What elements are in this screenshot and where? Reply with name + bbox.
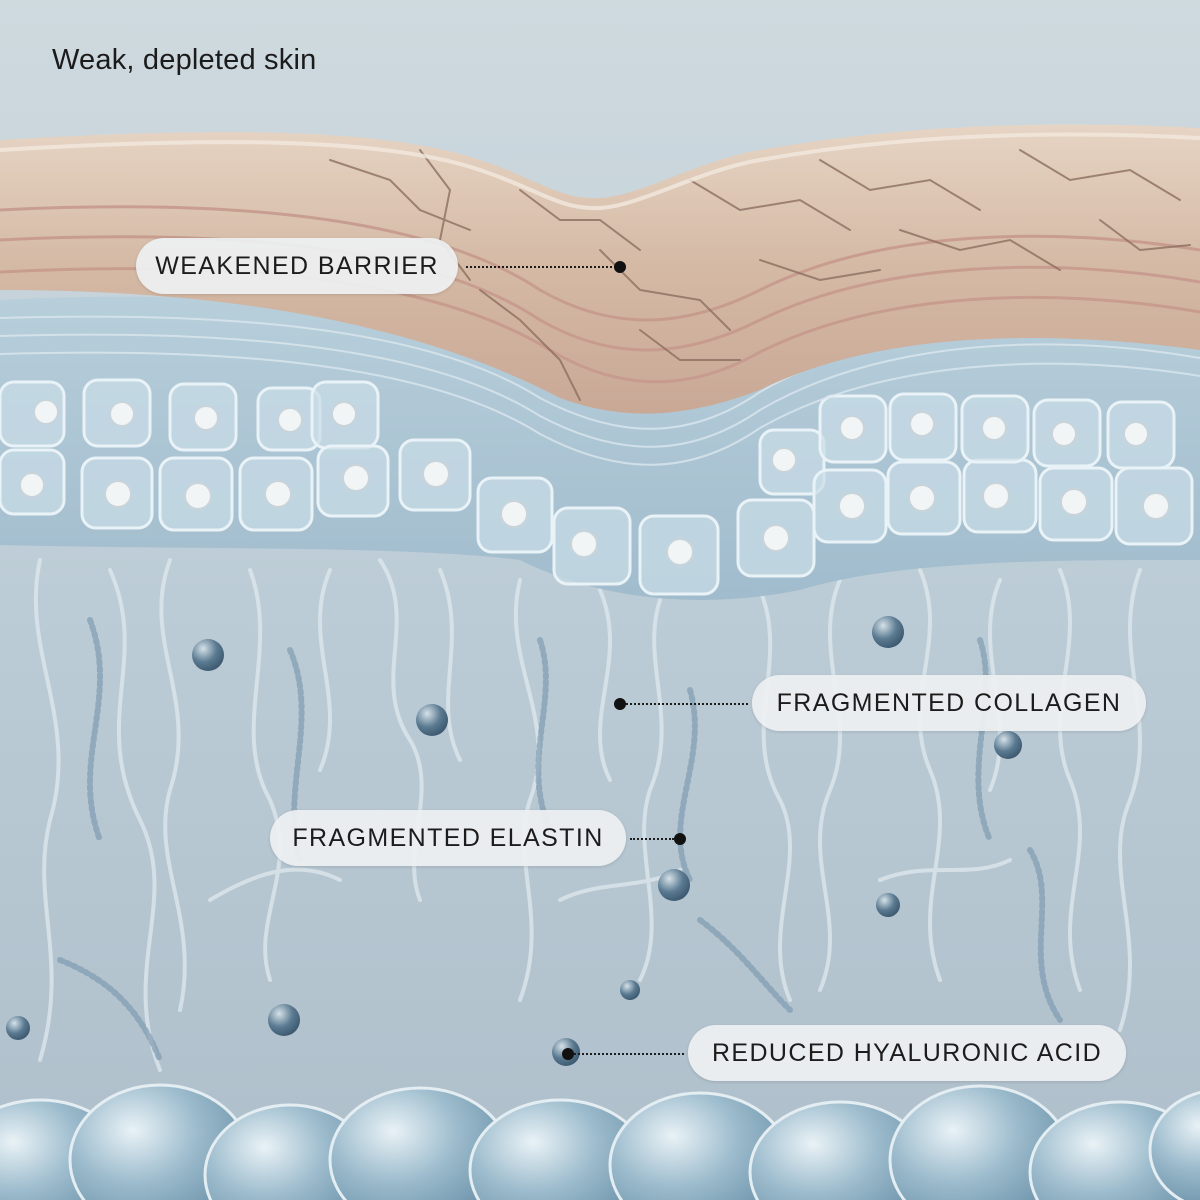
barrier-highlight xyxy=(0,132,1200,211)
label-reduced-hyaluronic-acid: REDUCED HYALURONIC ACID xyxy=(688,1025,1126,1081)
marker-elastin xyxy=(674,833,686,845)
leader-hyaluronic xyxy=(574,1053,684,1055)
collagen-elastin-fibers xyxy=(33,558,1142,1072)
leader-barrier xyxy=(466,266,616,268)
hyaluronic-spheres xyxy=(6,616,1022,1066)
leader-elastin xyxy=(630,838,674,840)
marker-collagen xyxy=(614,698,626,710)
label-weakened-barrier: WEAKENED BARRIER xyxy=(136,238,458,294)
label-fragmented-elastin: FRAGMENTED ELASTIN xyxy=(270,810,626,866)
beaded-fibers xyxy=(57,617,1063,1063)
subcutaneous-bubbles xyxy=(0,1083,1200,1200)
leader-collagen xyxy=(626,703,748,705)
marker-hyaluronic xyxy=(562,1048,574,1060)
marker-barrier xyxy=(614,261,626,273)
cell-nuclei xyxy=(19,399,1170,566)
page-title: Weak, depleted skin xyxy=(52,44,317,76)
label-fragmented-collagen: FRAGMENTED COLLAGEN xyxy=(752,675,1146,731)
barrier-layer xyxy=(0,124,1200,414)
